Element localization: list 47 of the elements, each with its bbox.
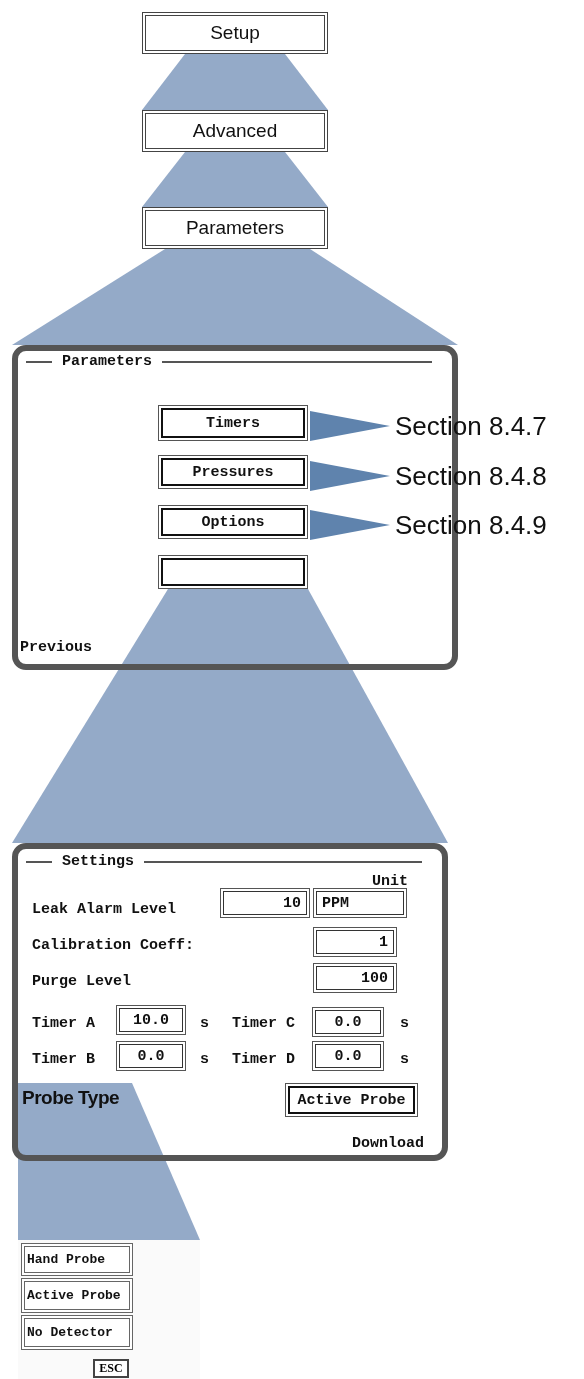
input-field: 0.0 [312,1041,384,1071]
unit-label: s [200,1051,209,1068]
menu-title: Probe Type [20,1083,136,1113]
zoom-connector [12,589,448,843]
unit-label: s [200,1015,209,1032]
zoom-connector [12,249,458,345]
field-label: Timer A [32,1015,95,1032]
field-label: Leak Alarm Level [32,901,177,918]
arrow [310,461,390,491]
menu-option: Hand Probe [21,1243,133,1276]
screen-title: Parameters [61,353,153,370]
unit-label: s [400,1015,409,1032]
field-label: Timer B [32,1051,95,1068]
arrow [310,510,390,540]
menu-option: No Detector [21,1315,133,1350]
menu-button: Setup [142,12,328,54]
arrow [310,411,390,441]
input-field: 100 [313,963,397,993]
screen-title: Settings [61,853,135,870]
zoom-connector [142,54,328,110]
input-field: 10.0 [116,1005,186,1035]
popup-panel [18,1240,200,1379]
key-button: ESC [93,1359,129,1378]
menu-button: Parameters [142,207,328,249]
field-label: Timer D [232,1051,295,1068]
field-label: Calibration Coeff: [32,937,195,954]
menu-button: Pressures [158,455,308,489]
field-label: Timer C [232,1015,295,1032]
zoom-connector [18,1083,200,1240]
field-label: Purge Level [32,973,132,990]
menu-button: Timers [158,405,308,441]
input-field: 0.0 [116,1041,186,1071]
screen-panel [12,843,448,1161]
menu-button: Options [158,505,308,539]
input-field: 1 [313,927,397,957]
softkey-label: Download [352,1135,424,1152]
input-field: PPM [313,888,407,918]
input-field: 0.0 [312,1007,384,1037]
menu-option: Active Probe [21,1278,133,1313]
unit-label: Unit [372,873,408,890]
input-field: 10 [220,888,310,918]
zoom-connector [142,152,328,207]
option-button: Active Probe [285,1083,418,1117]
unit-label: s [400,1051,409,1068]
menu-button [158,555,308,589]
softkey-label: Previous [20,639,92,656]
menu-button: Advanced [142,110,328,152]
